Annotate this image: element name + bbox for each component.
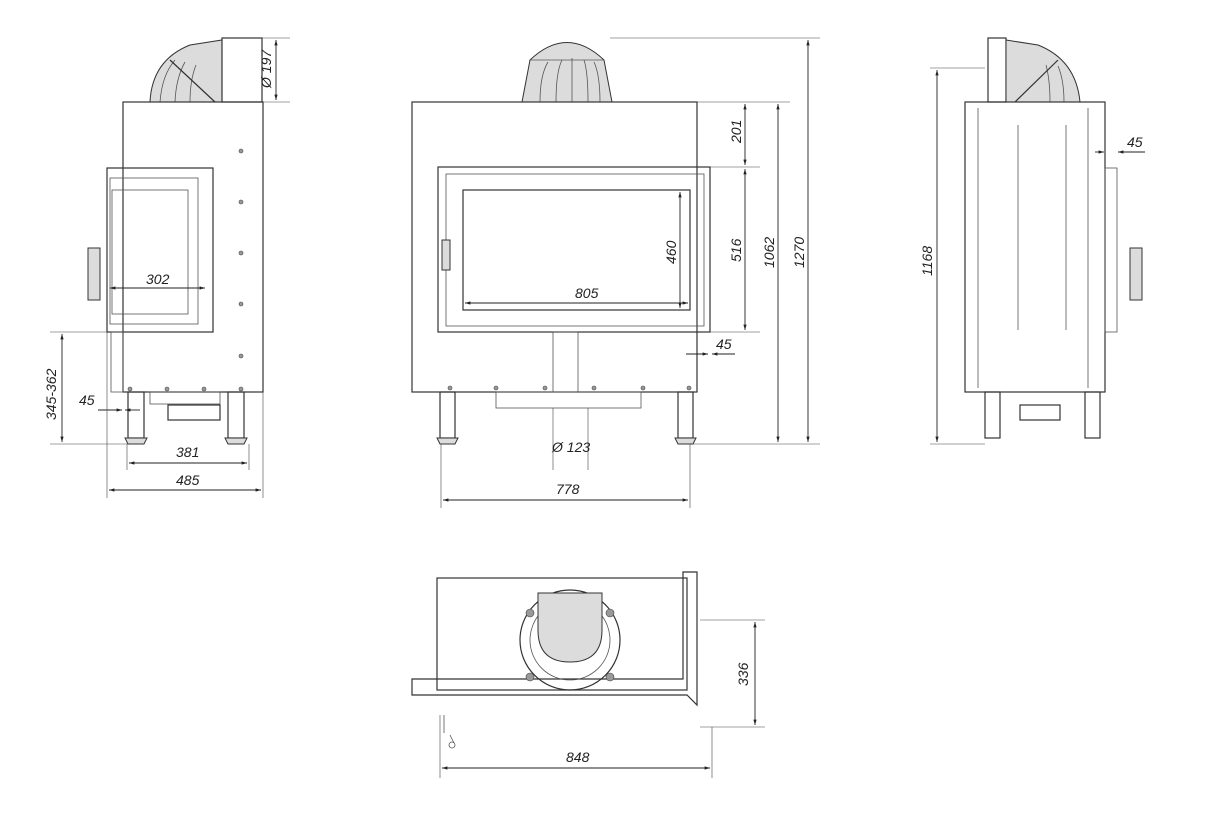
dim-front-offset: 45 (716, 336, 732, 352)
dim-top-width: 848 (566, 749, 590, 765)
flue-elbow (149, 39, 223, 103)
dim-leg-spacing: 381 (176, 444, 199, 460)
rivets (127, 148, 244, 392)
right-view: 1168 45 (919, 37, 1145, 445)
dim-flue-diameter: Ø 197 (258, 49, 274, 89)
flue-elbow (1005, 39, 1081, 103)
dim-offset: 45 (79, 392, 95, 408)
leg (439, 391, 456, 439)
rivets (447, 385, 692, 391)
flue-outlet (537, 592, 603, 663)
flue-pipe (987, 37, 1007, 103)
door-handle (441, 239, 451, 271)
flue-dome (521, 42, 613, 103)
front-view: Ø 123 201 516 1062 1270 460 805 45 778 (411, 37, 820, 508)
dim-air-inlet: Ø 123 (551, 439, 590, 455)
front-body (411, 101, 698, 393)
right-body (964, 101, 1106, 393)
side-door (106, 167, 214, 333)
front-frame (411, 571, 698, 707)
top-plate (436, 577, 688, 691)
dim-glass-width: 805 (575, 285, 599, 301)
top-view: 336 848 (411, 571, 765, 778)
leg (1084, 391, 1101, 439)
dim-floor-height: 345-362 (43, 368, 59, 420)
flue-collar (519, 589, 621, 691)
dim-body-height: 1062 (761, 237, 777, 268)
flue-pipe (221, 37, 263, 103)
air-duct (552, 331, 579, 393)
front-glass (462, 189, 691, 311)
dim-total-height: 1270 (791, 237, 807, 268)
bolts (525, 608, 615, 682)
dim-depth: 485 (176, 472, 200, 488)
leg (227, 391, 245, 439)
ash-drawer (167, 404, 221, 421)
leg (127, 391, 145, 439)
door-handle (1129, 247, 1143, 301)
leg (984, 391, 1001, 439)
door-handle (87, 247, 101, 301)
dim-flue-height: 1168 (919, 246, 935, 276)
side-view: Ø 197 302 345-362 45 381 485 (43, 37, 290, 498)
side-body (122, 101, 264, 393)
dim-top-depth: 336 (735, 662, 751, 686)
dim-glass-height: 460 (663, 240, 679, 264)
dim-door-height: 516 (728, 238, 744, 262)
dim-right-offset: 45 (1127, 134, 1143, 150)
leg (677, 391, 694, 439)
dim-door-width: 302 (146, 271, 170, 287)
dim-top-height: 201 (728, 120, 744, 144)
dim-width: 778 (556, 481, 580, 497)
